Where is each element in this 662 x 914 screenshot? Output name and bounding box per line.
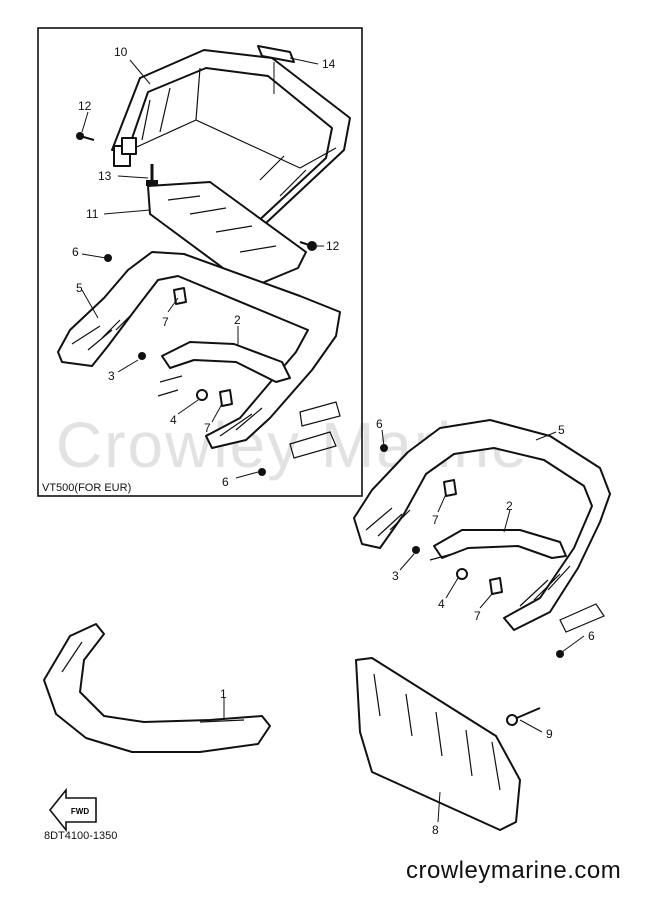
callout-7-inset-top: 7: [162, 315, 169, 329]
callout-numbers: 10 14 12 13 11 12 6 5 7 2 3 4 7 6 6 5 7 …: [72, 45, 595, 837]
callout-7-inset-bottom: 7: [204, 421, 211, 435]
leader-lines: [81, 57, 585, 823]
callout-3-main: 3: [392, 569, 399, 583]
callout-2-main: 2: [506, 499, 513, 513]
callout-7-main-bottom: 7: [474, 609, 481, 623]
nut-part-4-main: [456, 568, 468, 580]
callout-5-main: 5: [558, 423, 565, 437]
stay-part-2-inset: [157, 341, 341, 459]
bolt-part-6-main-a: [380, 444, 388, 452]
callout-6-inset-top: 6: [72, 245, 79, 259]
drawing-code: 8DT4100-1350: [44, 830, 118, 842]
rack-part-10: [111, 49, 351, 239]
bumper-part-5-main: [353, 419, 611, 633]
inset-model-label: VT500(FOR EUR): [42, 482, 132, 494]
forward-arrow-icon: FWD: [48, 787, 97, 833]
guard-part-1: [43, 623, 271, 753]
clip-part-7-d: [489, 577, 503, 595]
bolt-part-3-inset: [138, 352, 146, 360]
pad-part-14: [257, 45, 295, 63]
bolt-part-9: [506, 707, 541, 726]
nut-part-4-inset: [196, 389, 208, 401]
bolt-part-6-inset-a: [104, 254, 112, 262]
bumper-part-5-inset: [57, 251, 341, 449]
callout-13: 13: [98, 169, 112, 183]
callout-11: 11: [86, 207, 99, 221]
callout-6-inset-bottom: 6: [222, 475, 229, 489]
inset-frame: [37, 27, 363, 497]
callout-6-main-top: 6: [376, 417, 383, 431]
clip-part-7-b: [219, 389, 233, 407]
callout-3-inset: 3: [108, 369, 115, 383]
bolt-part-3-main: [412, 546, 420, 554]
callout-2-inset: 2: [234, 313, 241, 327]
callout-4-inset: 4: [170, 413, 177, 427]
forward-arrow-label: FWD: [71, 807, 89, 816]
callout-12-right: 12: [326, 239, 340, 253]
callout-14: 14: [322, 57, 336, 71]
callout-12-left: 12: [78, 99, 92, 113]
bolt-part-13: [146, 164, 158, 186]
callout-6-main-bottom: 6: [588, 629, 595, 643]
callout-5-inset: 5: [76, 281, 83, 295]
site-footer-link[interactable]: crowleymarine.com: [406, 857, 622, 884]
bolt-part-12-left: [76, 132, 95, 141]
callout-9: 9: [546, 727, 553, 741]
bolt-part-6-inset-b: [258, 468, 266, 476]
callout-7-main-top: 7: [432, 513, 439, 527]
stay-part-2-main: [429, 529, 567, 561]
callout-8: 8: [432, 823, 439, 837]
callout-4-main: 4: [438, 597, 445, 611]
callout-10: 10: [114, 45, 128, 59]
flap-part-8: [355, 657, 521, 831]
bracket-part-11: [147, 181, 307, 289]
callout-1: 1: [220, 687, 227, 701]
clip-part-7-c: [443, 479, 457, 497]
